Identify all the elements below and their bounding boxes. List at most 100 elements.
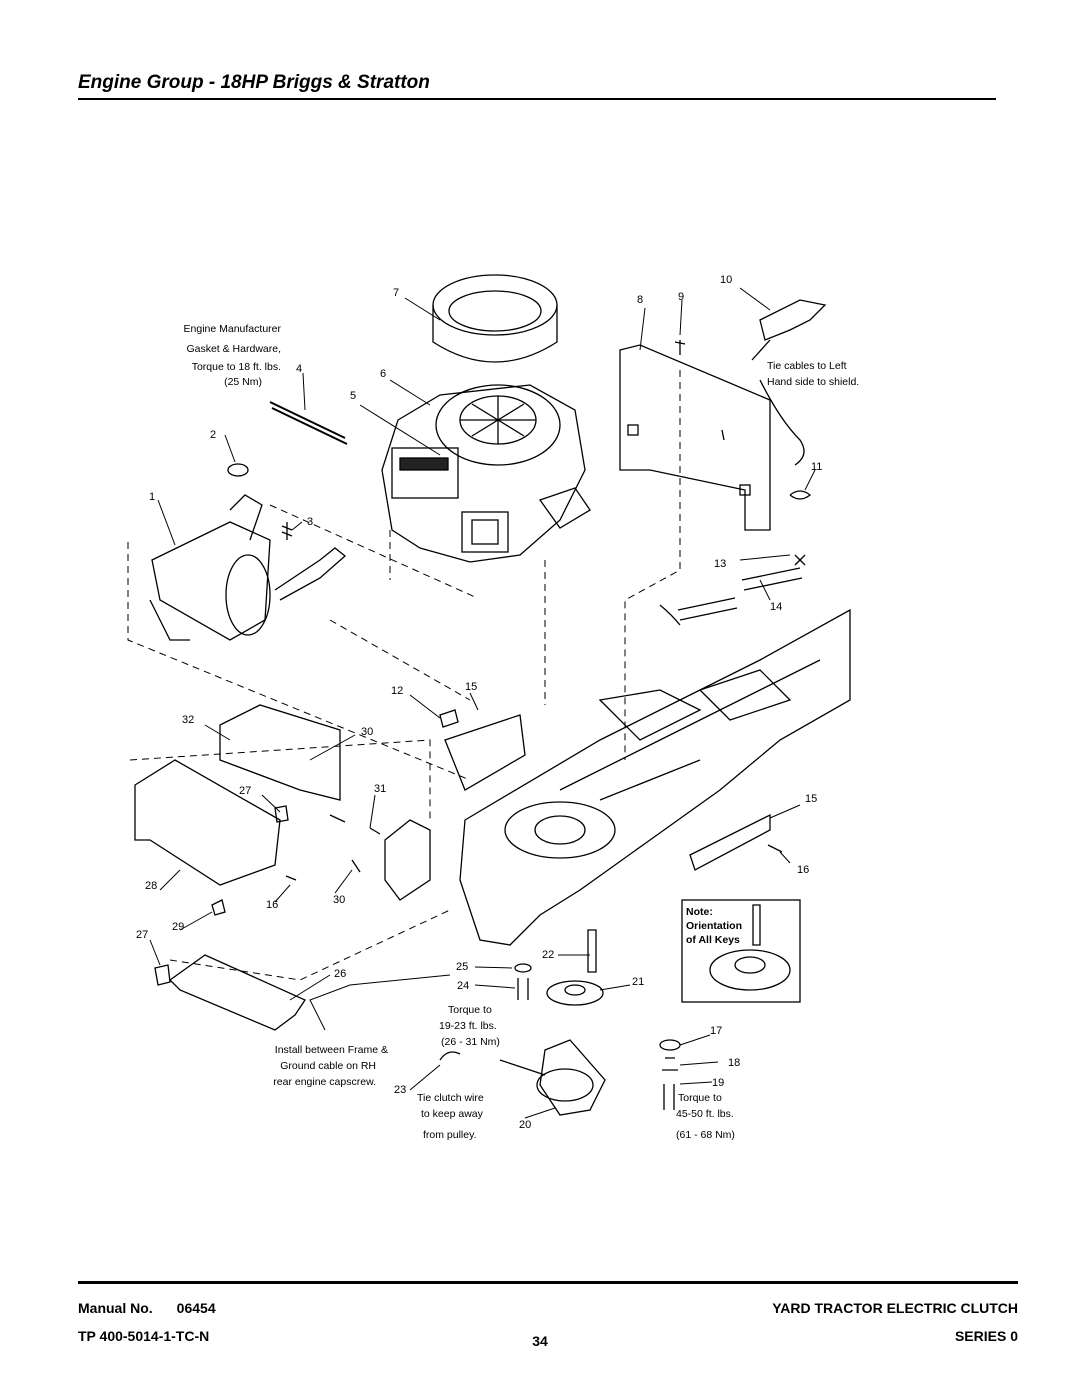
note-key-orientation: Note: Orientation of All Keys xyxy=(686,906,742,946)
note-line: Hand side to shield. xyxy=(767,376,859,388)
note-line: Orientation xyxy=(686,920,742,932)
note-line: Note: xyxy=(686,906,713,918)
callout-6: 6 xyxy=(380,368,386,380)
callout-29: 29 xyxy=(172,921,184,933)
callout-20: 20 xyxy=(519,1119,531,1131)
callout-7: 7 xyxy=(393,287,399,299)
callout-1: 1 xyxy=(149,491,155,503)
page-number: 34 xyxy=(532,1333,548,1349)
callout-21: 21 xyxy=(632,976,644,988)
note-line: Gasket & Hardware, xyxy=(186,343,281,355)
callout-25: 25 xyxy=(456,961,468,973)
wire-tie-part xyxy=(439,1051,461,1061)
note-line: Engine Manufacturer xyxy=(184,323,282,335)
note-tie-cables: Tie cables to Left Hand side to shield. xyxy=(767,360,859,388)
callout-22: 22 xyxy=(542,949,554,961)
note-line: Tie clutch wire xyxy=(417,1092,484,1104)
air-cleaner-cover-part xyxy=(432,274,558,363)
note-line: Tie cables to Left xyxy=(767,360,847,372)
note-line: from pulley. xyxy=(423,1129,477,1141)
note-line: Ground cable on RH xyxy=(280,1060,376,1072)
note-line: Torque to xyxy=(448,1004,492,1016)
callout-13: 13 xyxy=(714,558,726,570)
callout-9: 9 xyxy=(678,291,684,303)
screw-part xyxy=(767,844,783,853)
gasket-part xyxy=(227,463,249,477)
callout-15b: 15 xyxy=(805,793,817,805)
fuel-line-part xyxy=(677,567,803,621)
manual-number: 06454 xyxy=(176,1300,216,1316)
nut-part xyxy=(439,709,459,728)
callout-numbers: 1 2 3 4 5 6 7 8 9 10 11 12 13 14 15 15 1… xyxy=(136,274,822,1131)
note-install-frame: Install between Frame & Ground cable on … xyxy=(273,1044,388,1088)
note-line: of All Keys xyxy=(686,934,740,946)
title-divider xyxy=(78,98,996,100)
bracket-part xyxy=(444,714,526,791)
series-label: SERIES 0 xyxy=(954,1328,1018,1344)
callout-18: 18 xyxy=(728,1057,740,1069)
clutch-hardware-part xyxy=(659,1039,681,1110)
note-line: Torque to xyxy=(678,1092,722,1104)
key-part xyxy=(752,904,761,946)
callout-30b: 30 xyxy=(333,894,345,906)
callout-5: 5 xyxy=(350,390,356,402)
callout-19: 19 xyxy=(712,1077,724,1089)
muffler-shield-part xyxy=(134,759,281,886)
engine-part xyxy=(381,384,591,563)
callout-8: 8 xyxy=(637,294,643,306)
note-tie-clutch: Tie clutch wire to keep away from pulley… xyxy=(417,1092,484,1141)
note-line: (25 Nm) xyxy=(224,376,262,388)
key-orientation-inset xyxy=(681,899,801,1003)
product-name: YARD TRACTOR ELECTRIC CLUTCH xyxy=(772,1300,1018,1316)
callout-24: 24 xyxy=(457,980,469,992)
callout-2: 2 xyxy=(210,429,216,441)
callout-23: 23 xyxy=(394,1084,406,1096)
screw-part xyxy=(285,814,381,881)
page-title: Engine Group - 18HP Briggs & Stratton xyxy=(78,72,430,93)
manual-label: Manual No. xyxy=(78,1300,153,1316)
hose-clamp-part xyxy=(659,554,806,626)
heat-shield-part xyxy=(619,344,771,531)
callout-27a: 27 xyxy=(239,785,251,797)
tractor-frame-part xyxy=(384,608,851,946)
note-line: Install between Frame & xyxy=(275,1044,388,1056)
callout-14: 14 xyxy=(770,601,782,613)
callout-15a: 15 xyxy=(465,681,477,693)
manual-number-line: Manual No. 06454 xyxy=(78,1300,216,1316)
screw-part xyxy=(281,522,293,540)
callout-32: 32 xyxy=(182,714,194,726)
callout-10: 10 xyxy=(720,274,732,286)
callout-4: 4 xyxy=(296,363,302,375)
clutch-pulley-part xyxy=(546,980,604,1006)
pulley-part xyxy=(709,949,791,991)
callout-28: 28 xyxy=(145,880,157,892)
note-torque-clutch: Torque to 45-50 ft. lbs. (61 - 68 Nm) xyxy=(676,1092,735,1141)
nut-part xyxy=(154,805,289,986)
rear-shield-part xyxy=(219,704,341,801)
callout-17: 17 xyxy=(710,1025,722,1037)
note-line: Torque to 18 ft. lbs. xyxy=(192,361,281,373)
bolt-part xyxy=(514,963,532,1000)
note-line: 45-50 ft. lbs. xyxy=(676,1108,734,1120)
cable-tie-part xyxy=(789,490,812,500)
callout-30a: 30 xyxy=(361,726,373,738)
callout-16b: 16 xyxy=(266,899,278,911)
note-line: 19-23 ft. lbs. xyxy=(439,1020,497,1032)
callout-12: 12 xyxy=(391,685,403,697)
key-part xyxy=(587,929,597,973)
callout-27b: 27 xyxy=(136,929,148,941)
note-line: (61 - 68 Nm) xyxy=(676,1129,735,1141)
bracket-part xyxy=(689,813,771,871)
tp-number: TP 400-5014-1-TC-N xyxy=(78,1328,210,1344)
footer-divider xyxy=(78,1281,1018,1284)
electric-clutch-part xyxy=(499,1039,606,1116)
note-line: to keep away xyxy=(421,1108,484,1120)
note-line: rear engine capscrew. xyxy=(273,1076,376,1088)
note-line: (26 - 31 Nm) xyxy=(441,1036,500,1048)
screw-part xyxy=(674,340,686,355)
callout-26: 26 xyxy=(334,968,346,980)
callout-11: 11 xyxy=(811,461,822,473)
lower-plate-part xyxy=(168,954,306,1031)
note-engine-manufacturer: Engine Manufacturer Gasket & Hardware, T… xyxy=(184,323,282,388)
